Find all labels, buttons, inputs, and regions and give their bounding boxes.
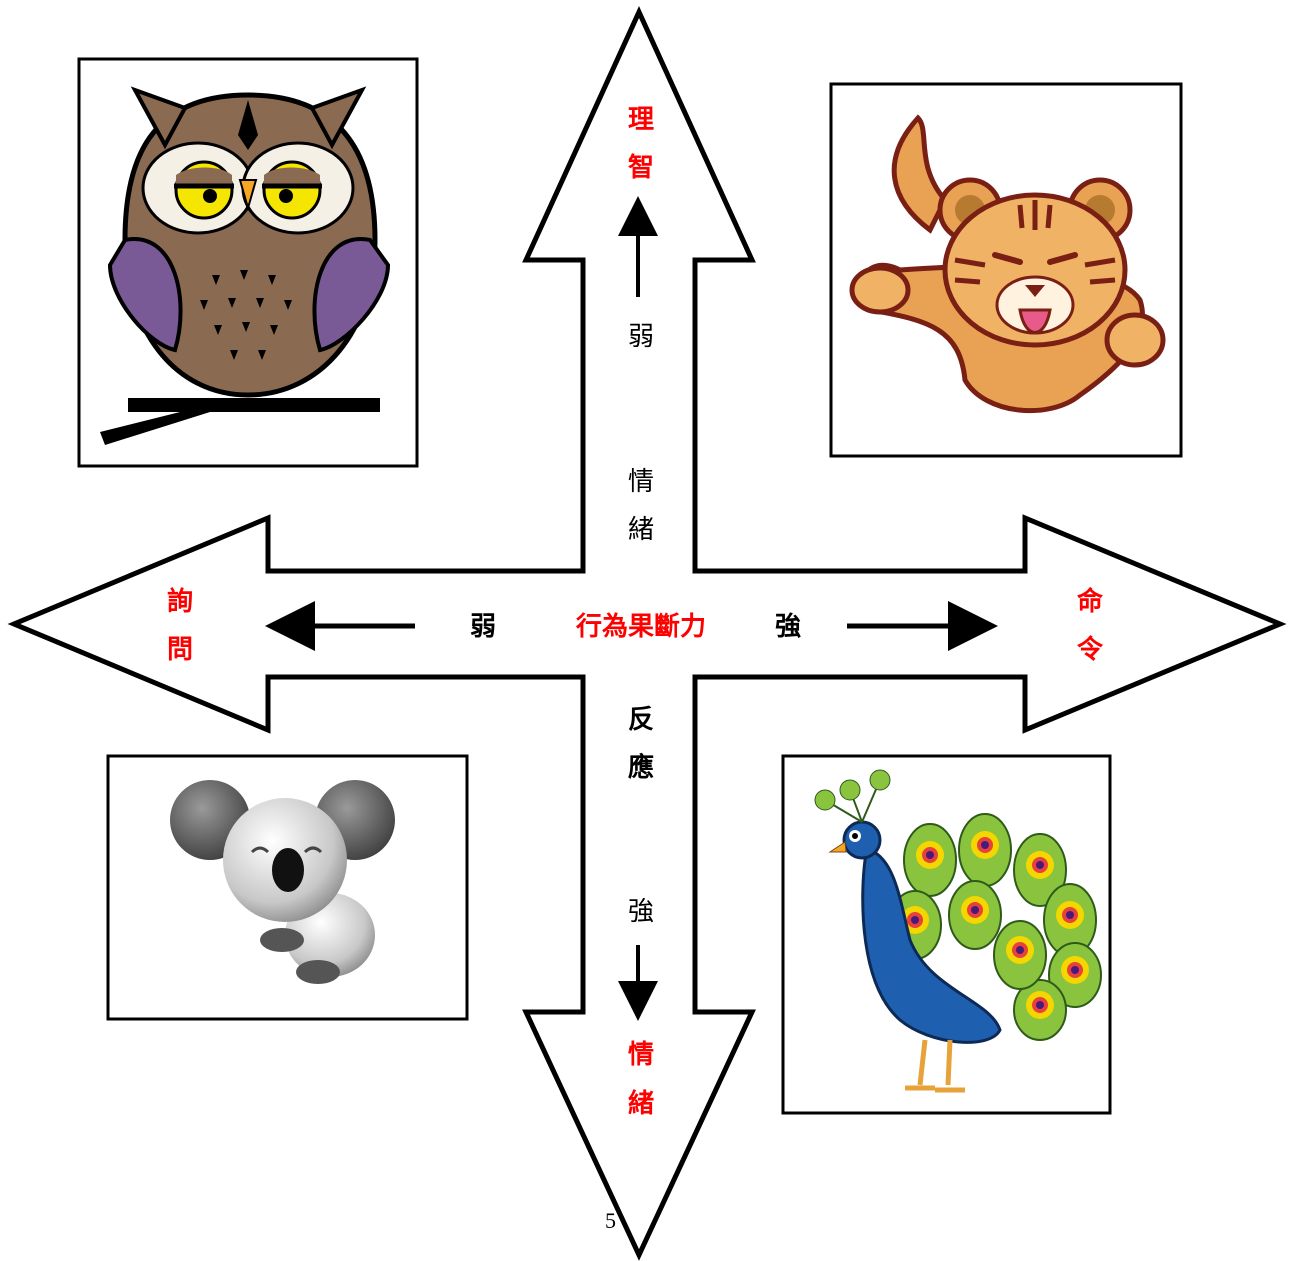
peacock-picture	[781, 754, 1112, 1115]
four-way-arrow-outline	[7, 5, 1287, 1261]
horizontal-axis-title: 行為果斷力	[575, 611, 706, 642]
horizontal-weak-label: 弱	[470, 612, 496, 642]
upper-title-char-2: 緒	[628, 515, 654, 545]
lower-title-char-2: 應	[628, 752, 654, 783]
upper-weak-label: 弱	[628, 322, 654, 352]
bottom-label-char-1: 情	[628, 1040, 654, 1070]
bottom-label-char-2: 緒	[628, 1088, 654, 1119]
right-label-char-1: 命	[1077, 586, 1104, 617]
left-label-char-1: 詢	[167, 586, 193, 617]
lower-title-char-1: 反	[628, 705, 654, 735]
tiger-picture	[829, 82, 1183, 458]
horizontal-strong-label: 強	[775, 612, 801, 642]
top-label-char-2: 智	[628, 153, 654, 183]
page-number: 5	[605, 1208, 616, 1233]
left-label-char-2: 問	[167, 635, 193, 665]
koala-picture	[106, 754, 469, 1021]
upper-title-char-1: 情	[628, 467, 654, 497]
right-label-char-2: 令	[1077, 634, 1104, 665]
owl-picture	[77, 57, 419, 468]
lower-strong-label: 強	[628, 897, 654, 927]
top-label-char-1: 理	[628, 105, 654, 135]
